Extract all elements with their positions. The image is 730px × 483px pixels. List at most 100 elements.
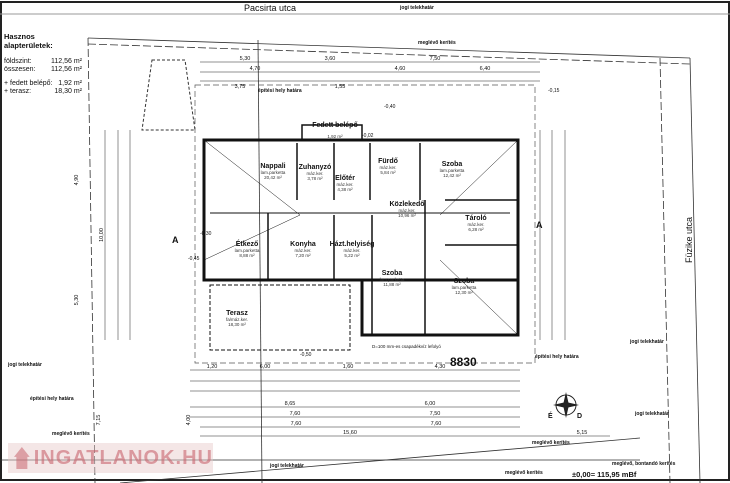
room-area: 10,96 m² <box>398 213 416 218</box>
gutter-note: D=100 mm-es csapadékvíz lefolyó <box>372 344 441 349</box>
room-area: 1,92 m² <box>327 134 343 139</box>
room-name: Konyha <box>290 241 316 248</box>
demolish-fence-label: meglévő, bontandó kerítés <box>612 461 676 467</box>
car-icon <box>141 59 196 131</box>
room-floor: fa/máz.ker. <box>226 317 248 322</box>
plot-boundary <box>0 37 701 483</box>
summary-value: 18,30 m² <box>54 88 82 95</box>
dimension-label: 6,40 <box>480 66 491 72</box>
street-top-label: Pacsirta utca <box>244 3 296 13</box>
room-floor: lam.parketta <box>261 170 286 175</box>
room-area: 11,88 m² <box>383 282 401 287</box>
legal-boundary-label-br: jogi telekhatár <box>634 411 669 417</box>
room-name: Szoba <box>382 270 403 277</box>
room-floor: máz.ker. <box>336 182 353 187</box>
room-name: Terasz <box>226 310 248 317</box>
room-label: Fedett belépő 1,92 m² <box>312 122 358 139</box>
dimension-label: 7,60 <box>291 421 302 427</box>
dimension-label: 6,00 <box>425 401 436 407</box>
house-logo-icon <box>14 447 30 469</box>
room-area: 5,84 m² <box>380 170 396 175</box>
room-floor: máz.ker. <box>306 171 323 176</box>
watermark-logo: INGATLANOK.HU <box>8 443 213 473</box>
summary-value: 1,92 m² <box>58 80 82 87</box>
dimension-label: 7,15 <box>96 415 102 426</box>
dimension-label: 4,00 <box>186 415 192 426</box>
dimension-label: 4,70 <box>250 66 261 72</box>
usable-area-summary: Hasznos alapterületek: földszint:112,56 … <box>4 32 82 96</box>
summary-label: + fedett belépő: <box>4 80 53 87</box>
existing-fence-label-bottom: meglévő kerítés <box>505 470 543 476</box>
dimension-label: 1,20 <box>207 364 218 370</box>
dimension-lines <box>104 61 610 437</box>
room-name: Szoba <box>442 161 463 168</box>
room-name: Szoba <box>454 278 475 285</box>
dimension-label: 7,50 <box>430 56 441 62</box>
existing-fence-label-right: meglévő kerítés <box>532 440 570 446</box>
building-limit-label-left: építési hely határa <box>30 396 74 402</box>
summary-row: + fedett belépő: 1,92 m² <box>4 80 82 88</box>
room-name: Tároló <box>465 215 486 222</box>
dimension-label: 6,00 <box>260 364 271 370</box>
dimension-label: 5,30 <box>74 295 80 306</box>
room-area: 18,30 m² <box>228 322 246 327</box>
dimension-label: 15,60 <box>343 430 357 436</box>
room-name: Fedett belépő <box>312 122 358 129</box>
dimension-label: 4,90 <box>74 175 80 186</box>
dimension-label: 8,65 <box>285 401 296 407</box>
legal-boundary-label-left: jogi telekhatár <box>7 362 42 368</box>
dimension-label: 7,60 <box>290 411 301 417</box>
legal-boundary-label-right: jogi telekhatár <box>629 339 664 345</box>
building-limit-line <box>194 84 536 364</box>
dimension-label: 10,00 <box>99 228 105 242</box>
section-marker-right: A <box>536 220 543 230</box>
summary-row: + terasz: 18,30 m² <box>4 88 82 96</box>
room-area: 7,20 m² <box>295 253 311 258</box>
room-name: Étkező <box>236 239 259 248</box>
room-area: 12,42 m² <box>443 173 461 178</box>
dimension-label: 7,50 <box>430 411 441 417</box>
summary-label: földszint: <box>4 58 32 65</box>
room-name: Zuhanyzó <box>299 164 332 171</box>
room-floor: máz.ker. <box>398 208 415 213</box>
summary-label: összesen: <box>4 66 36 73</box>
level-mark: -0,30 <box>200 231 212 237</box>
building-limit-label: építési hely határa <box>258 88 302 94</box>
level-mark: -0,50 <box>300 352 312 358</box>
room-area: 8,88 m² <box>239 253 255 258</box>
room-name: Fürdő <box>378 158 398 165</box>
room-floor: lam.parketta <box>452 285 477 290</box>
summary-label: + terasz: <box>4 88 32 95</box>
room-floor: lam.parketta <box>440 168 465 173</box>
room-name: Házt.helyiség <box>330 241 375 248</box>
room-area: 3,78 m² <box>307 176 323 181</box>
room-name: Előtér <box>335 175 355 182</box>
summary-value: 112,56 m² <box>51 66 82 73</box>
dimension-label: 4,60 <box>395 66 406 72</box>
summary-value: 112,56 m² <box>51 58 82 65</box>
dimension-label: 1,55 <box>335 84 346 90</box>
watermark-text: INGATLANOK.HU <box>33 446 213 469</box>
room-area: 12,30 m² <box>455 290 473 295</box>
street-right-label: Füzike utca <box>684 217 694 263</box>
room-name: Nappali <box>260 163 285 170</box>
room-floor: lam.parketta <box>380 277 405 282</box>
legal-boundary-label: jogi telekhatár <box>399 5 434 11</box>
room-area: 20,42 m² <box>264 175 282 180</box>
dimension-label: 3,60 <box>325 56 336 62</box>
level-mark: -0,40 <box>384 104 396 110</box>
room-floor: máz.ker. <box>343 248 360 253</box>
existing-fence-label: meglévő kerítés <box>418 40 456 46</box>
